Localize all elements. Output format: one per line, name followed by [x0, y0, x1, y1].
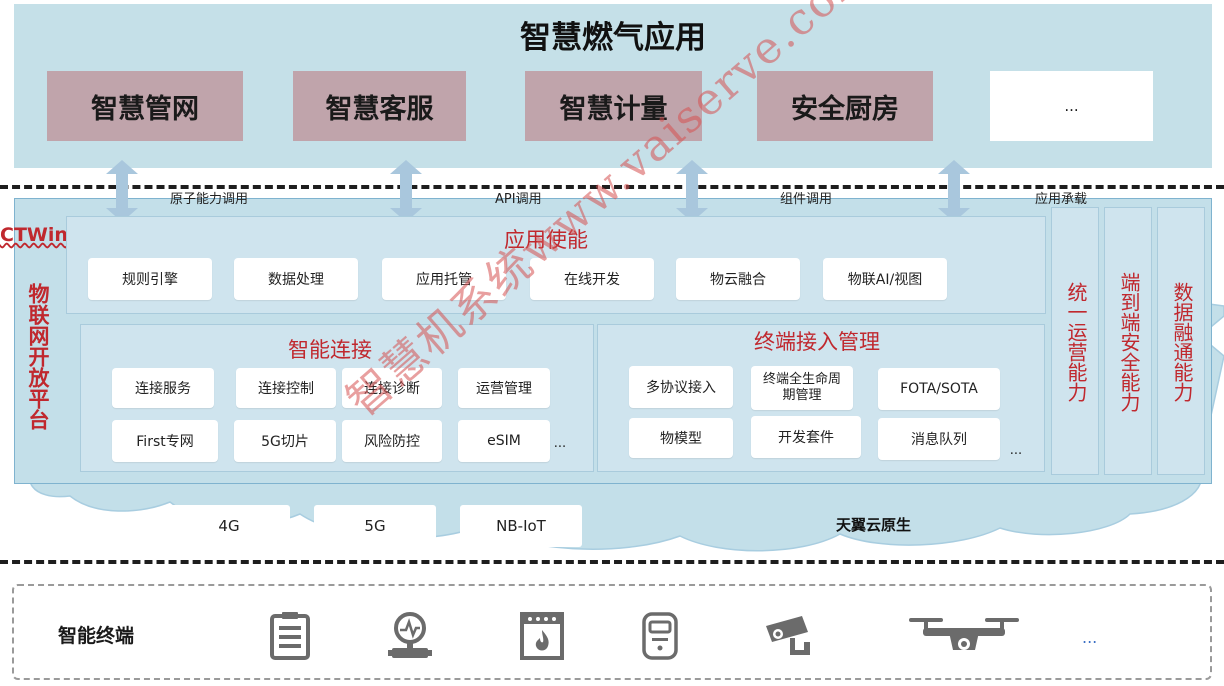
layer-separator-bottom — [0, 560, 1224, 564]
gas-alarm-icon — [642, 612, 678, 660]
chip-fota-sota: FOTA/SOTA — [878, 368, 1000, 410]
call-label-component: 组件调用 — [780, 192, 833, 207]
platform-name: 物联网开放平台 — [26, 282, 50, 430]
network-4g: 4G — [168, 505, 290, 547]
chip-iot-ai-video: 物联AI/视图 — [823, 258, 947, 300]
chip-message-queue: 消息队列 — [878, 418, 1000, 460]
network-5g: 5G — [314, 505, 436, 547]
terminal-layer — [12, 584, 1212, 680]
app-smart-pipeline: 智慧管网 — [47, 71, 243, 141]
chip-first-private-net: First专网 — [112, 420, 218, 462]
application-layer-title: 智慧燃气应用 — [520, 19, 706, 56]
chip-esim: eSIM — [458, 420, 550, 462]
chip-operation-mgmt: 运营管理 — [458, 368, 550, 408]
terminal-access-title: 终端接入管理 — [754, 330, 880, 354]
chip-lifecycle-mgmt: 终端全生命周期管理 — [751, 366, 853, 410]
chip-online-dev: 在线开发 — [530, 258, 654, 300]
capability-column: 数据融通能力 — [1157, 207, 1205, 475]
app-smart-customer-service: 智慧客服 — [293, 71, 466, 141]
chip-data-processing: 数据处理 — [234, 258, 358, 300]
chip-app-hosting: 应用托管 — [382, 258, 506, 300]
terminal-layer-label: 智能终端 — [58, 625, 135, 647]
up-down-arrow-icon — [676, 160, 708, 222]
chip-iot-cloud-fusion: 物云融合 — [676, 258, 800, 300]
network-nb-iot: NB-IoT — [460, 505, 582, 547]
capability-unified-operation: 统一运营能力 — [1064, 282, 1088, 402]
chip-5g-slicing: 5G切片 — [234, 420, 336, 462]
camera-icon — [766, 616, 810, 655]
capability-e2e-security: 端到端安全能力 — [1117, 272, 1141, 412]
terminal-access-more: ... — [1009, 442, 1023, 458]
smart-connect-more: ... — [553, 435, 567, 451]
chip-thing-model: 物模型 — [629, 418, 733, 458]
smart-connect-title: 智能连接 — [288, 338, 372, 362]
call-label-hosting: 应用承载 — [1035, 192, 1088, 207]
chip-multi-protocol: 多协议接入 — [629, 366, 733, 408]
chip-connect-control: 连接控制 — [236, 368, 336, 408]
terminals-more: ... — [1082, 628, 1098, 647]
pressure-gauge-icon — [388, 612, 432, 658]
chip-connect-diagnosis: 连接诊断 — [342, 368, 442, 408]
ctwing-brand: CTWing — [0, 224, 82, 246]
capability-data-fusion: 数据融通能力 — [1170, 282, 1194, 402]
app-more: ... — [990, 71, 1153, 141]
chip-dev-kit: 开发套件 — [751, 416, 861, 458]
layer-separator-top — [0, 185, 1224, 189]
drone-icon — [909, 618, 1019, 650]
call-label-atomic: 原子能力调用 — [170, 192, 249, 207]
capability-column: 端到端安全能力 — [1104, 207, 1152, 475]
app-enablement-title: 应用使能 — [504, 228, 588, 252]
smart-meter-icon — [270, 612, 310, 660]
up-down-arrow-icon — [390, 160, 422, 222]
chip-rule-engine: 规则引擎 — [88, 258, 212, 300]
call-label-api: API调用 — [495, 192, 542, 207]
chip-risk-control: 风险防控 — [342, 420, 442, 462]
app-smart-metering: 智慧计量 — [525, 71, 702, 141]
capability-column: 统一运营能力 — [1051, 207, 1099, 475]
app-safe-kitchen: 安全厨房 — [757, 71, 933, 141]
cloud-native-label: 天翼云原生 — [836, 516, 912, 534]
up-down-arrow-icon — [938, 160, 970, 222]
up-down-arrow-icon — [106, 160, 138, 222]
gas-stove-icon — [520, 612, 564, 660]
chip-connect-service: 连接服务 — [112, 368, 214, 408]
